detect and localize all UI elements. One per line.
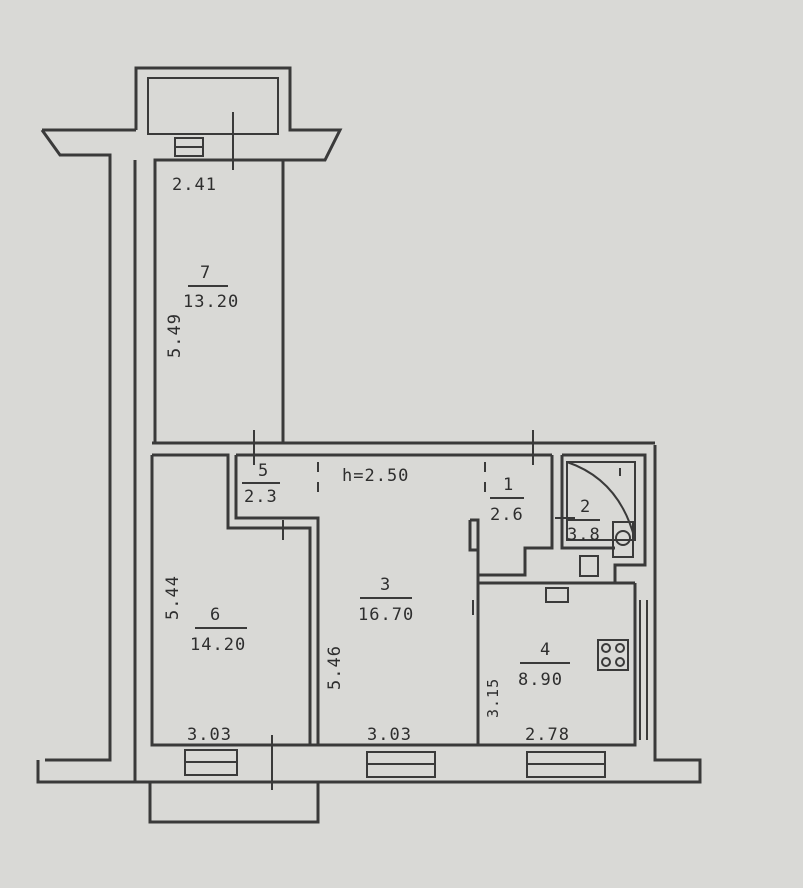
sink-icon bbox=[545, 555, 599, 603]
dim-room7-length: 5.49 bbox=[165, 313, 185, 358]
bathtub-icon bbox=[566, 461, 636, 541]
windows bbox=[184, 600, 648, 790]
room-7-area: 13.20 bbox=[183, 292, 239, 312]
room-1-number: 1 bbox=[503, 475, 514, 495]
room-2-number: 2 bbox=[580, 497, 591, 517]
room-4-number: 4 bbox=[540, 640, 551, 660]
room-3-area: 16.70 bbox=[358, 605, 414, 625]
room-1-area: 2.6 bbox=[490, 505, 524, 525]
room-labels: 7 13.20 6 14.20 5 2.3 3 16.70 1 2.6 2 3.… bbox=[183, 263, 601, 690]
room-6-number: 6 bbox=[210, 605, 221, 625]
building-walls bbox=[36, 66, 702, 824]
room-2-area: 3.8 bbox=[567, 525, 601, 545]
dim-room6-width: 3.03 bbox=[187, 725, 232, 745]
dim-room7-width: 2.41 bbox=[172, 175, 217, 195]
room-4-area: 8.90 bbox=[518, 670, 563, 690]
dim-room6-length: 5.44 bbox=[163, 575, 183, 620]
fixtures bbox=[545, 461, 636, 671]
toilet-icon bbox=[612, 521, 634, 558]
ceiling-height-label: h=2.50 bbox=[342, 466, 409, 486]
main-block-walls bbox=[150, 441, 655, 747]
room-6-area: 14.20 bbox=[190, 635, 246, 655]
door-marks bbox=[253, 430, 575, 615]
dim-room4-width: 2.78 bbox=[525, 725, 570, 745]
stove-icon bbox=[597, 639, 629, 671]
room-5-area: 2.3 bbox=[244, 487, 278, 507]
room-3-number: 3 bbox=[380, 575, 391, 595]
dim-room3-length: 5.46 bbox=[325, 645, 345, 690]
room-7-number: 7 bbox=[200, 263, 211, 283]
room-5-number: 5 bbox=[258, 461, 269, 481]
dim-room4-length: 3.15 bbox=[484, 678, 502, 718]
dimension-labels: 2.41 5.49 5.44 5.46 3.15 3.03 3.03 2.78 bbox=[163, 175, 570, 745]
balcony-top bbox=[147, 77, 279, 170]
dim-room3-width: 3.03 bbox=[367, 725, 412, 745]
